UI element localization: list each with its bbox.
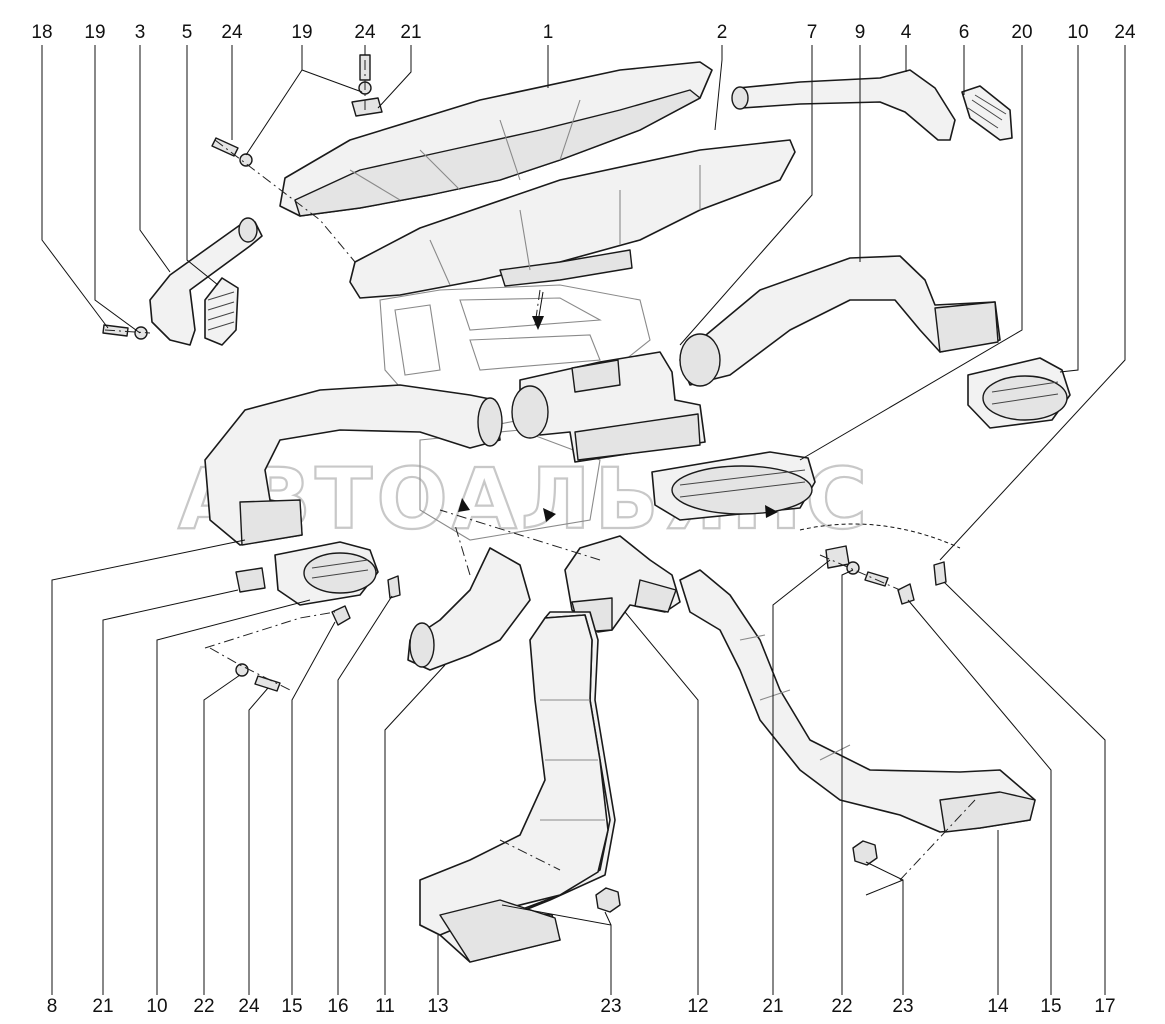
label-2: 2 <box>717 22 728 43</box>
label-10b: 10 <box>146 996 167 1017</box>
plug-17 <box>933 561 947 586</box>
label-22b: 22 <box>831 996 852 1017</box>
label-7: 7 <box>807 22 818 43</box>
label-11: 11 <box>375 996 395 1017</box>
part-10-right-nozzle <box>967 357 1071 429</box>
label-13: 13 <box>427 996 448 1017</box>
part-3-left-vent-tube <box>149 217 263 346</box>
label-21b: 21 <box>92 996 113 1017</box>
label-19b: 19 <box>291 22 312 43</box>
label-24d: 24 <box>238 996 260 1017</box>
part-9-right-curved-duct <box>679 255 1001 387</box>
part-4-right-vent-tube <box>731 69 956 141</box>
part-1-upper-duct <box>279 61 713 217</box>
label-23b: 23 <box>892 996 913 1017</box>
assembly-lines <box>104 60 976 881</box>
part-8-left-curved-duct <box>204 384 503 546</box>
part-10-left-nozzle <box>274 541 379 606</box>
nut-23-right <box>852 840 878 866</box>
label-19: 19 <box>84 22 105 43</box>
plug-16 <box>387 575 401 599</box>
part-13-floor-duct-left <box>419 611 616 963</box>
label-3: 3 <box>135 22 146 43</box>
label-20: 20 <box>1011 22 1032 43</box>
label-16: 16 <box>327 996 348 1017</box>
part-6-right-grille <box>961 85 1013 141</box>
screw-18 <box>102 324 129 337</box>
clip-21-lower-left <box>235 567 266 593</box>
label-17: 17 <box>1094 996 1115 1017</box>
label-21c: 21 <box>762 996 783 1017</box>
label-18: 18 <box>31 22 52 43</box>
label-24: 24 <box>221 22 243 43</box>
label-14: 14 <box>987 996 1009 1017</box>
label-24b: 24 <box>354 22 376 43</box>
clip-21-top <box>351 97 383 117</box>
part-2-lower-duct <box>349 139 796 299</box>
nut-23-left <box>595 887 621 913</box>
label-5: 5 <box>182 22 193 43</box>
label-4: 4 <box>901 22 912 43</box>
label-15b: 15 <box>1040 996 1061 1017</box>
label-1: 1 <box>543 22 554 43</box>
label-24c: 24 <box>1114 22 1136 43</box>
label-23: 23 <box>600 996 621 1017</box>
callout-labels-bottom: 8 21 10 22 24 15 16 11 13 23 12 21 22 23… <box>47 996 1116 1017</box>
label-10: 10 <box>1067 22 1088 43</box>
part-7-center-distributor <box>511 351 706 463</box>
plug-15-right <box>897 583 915 605</box>
clip-21-right <box>825 545 850 569</box>
plug-15-left <box>331 605 351 626</box>
label-9: 9 <box>855 22 866 43</box>
label-21: 21 <box>400 22 421 43</box>
part-14-floor-duct-right <box>679 569 1036 833</box>
label-15: 15 <box>281 996 302 1017</box>
callout-labels-top: 18 19 3 5 24 19 24 21 1 2 7 9 4 6 20 10 … <box>31 22 1136 43</box>
label-12: 12 <box>687 996 708 1017</box>
leader-lines <box>41 45 1126 995</box>
label-22: 22 <box>193 996 214 1017</box>
part-5-left-grille <box>204 277 239 346</box>
label-8: 8 <box>47 996 58 1017</box>
arrows <box>458 291 778 522</box>
part-20-center-nozzle <box>651 451 816 521</box>
fasteners <box>102 54 947 913</box>
label-6: 6 <box>959 22 970 43</box>
part-11-foot-duct-left <box>407 547 531 671</box>
